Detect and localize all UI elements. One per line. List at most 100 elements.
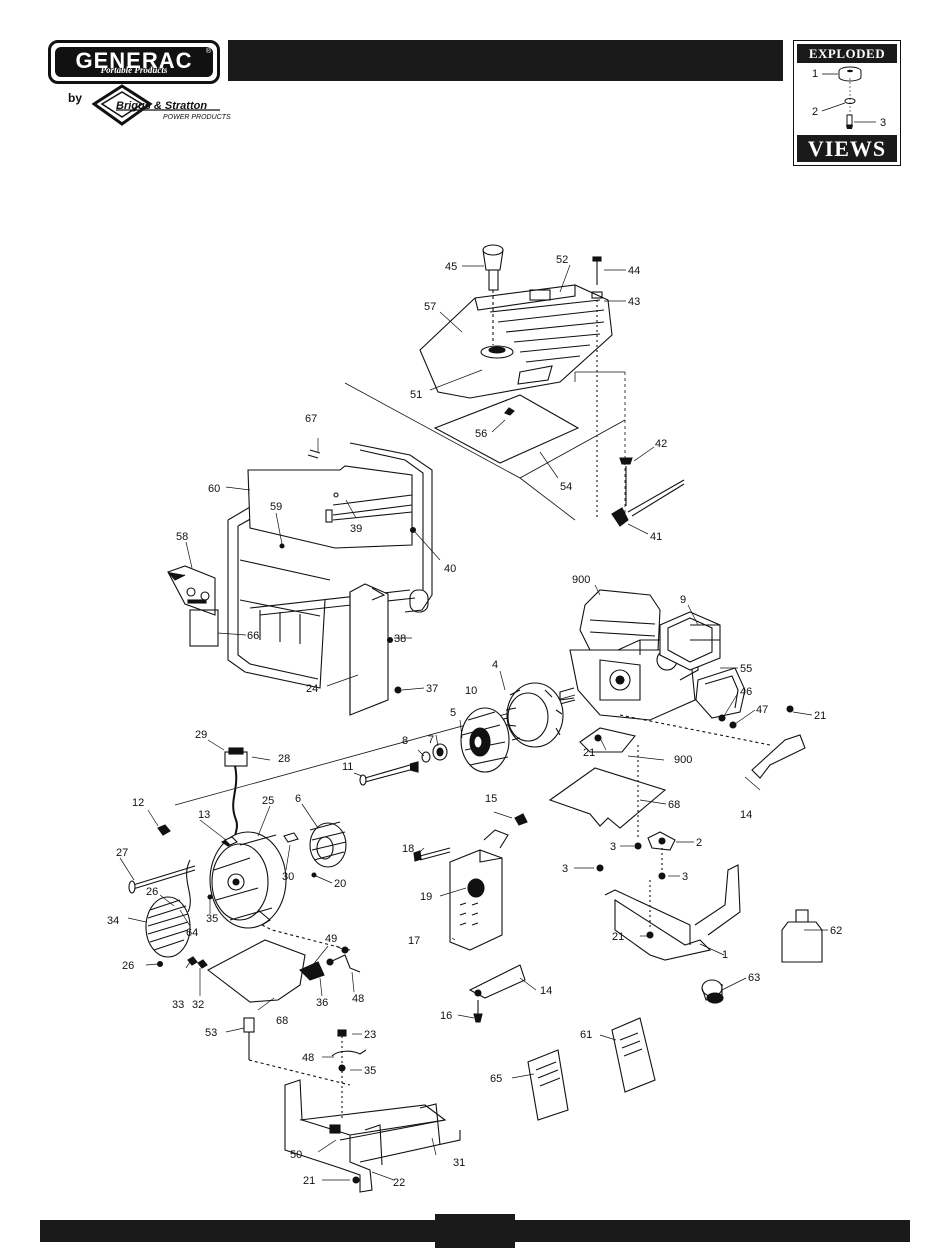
wire-48b <box>331 1049 367 1057</box>
logo-reg-mark: ® <box>205 48 211 55</box>
callout-66: 66 <box>247 630 259 642</box>
callout-37: 37 <box>426 683 438 695</box>
callout-41: 41 <box>650 531 662 543</box>
callout-31: 31 <box>453 1157 465 1169</box>
callout-26a: 26 <box>146 886 158 898</box>
callout-35b: 35 <box>364 1065 376 1077</box>
callout-57: 57 <box>424 301 436 313</box>
bolt-18 <box>419 847 451 861</box>
callout-29: 29 <box>195 729 207 741</box>
callout-13: 13 <box>198 809 210 821</box>
callout-21d: 21 <box>303 1175 315 1187</box>
muffler-17 <box>449 829 509 951</box>
callout-21a: 21 <box>814 710 826 722</box>
brace-24 <box>349 583 389 716</box>
callout-58: 58 <box>176 531 188 543</box>
oil-filter-63 <box>701 979 724 1004</box>
screw-20 <box>311 872 317 878</box>
part-13 <box>224 836 238 846</box>
clip-30 <box>283 832 299 843</box>
washer-8 <box>421 751 431 763</box>
callout-18: 18 <box>402 843 414 855</box>
callout-7: 7 <box>428 734 434 746</box>
tank-bolt <box>591 256 603 520</box>
callout-53: 53 <box>205 1027 217 1039</box>
callout-68b: 68 <box>276 1015 288 1027</box>
control-panel-58 <box>167 565 216 616</box>
mount-pad <box>579 727 636 753</box>
callout-60: 60 <box>208 483 220 495</box>
callout-10: 10 <box>465 685 477 697</box>
callout-20: 20 <box>334 878 346 890</box>
rear-bearing-carrier-25 <box>209 831 287 929</box>
stator-4 <box>505 682 564 748</box>
callout-14a: 14 <box>740 809 752 821</box>
callout-38: 38 <box>394 633 406 645</box>
logo-brand: GENERAC <box>75 48 193 73</box>
rear-foot-14 <box>751 734 806 779</box>
footer-page-tab <box>435 1214 515 1248</box>
callout-51: 51 <box>410 389 422 401</box>
badge-callout-1: 1 <box>812 68 818 80</box>
callout-33: 33 <box>172 999 184 1011</box>
bushing-53 <box>243 1017 255 1033</box>
callout-46: 46 <box>740 686 752 698</box>
plate-68-right <box>548 767 667 829</box>
callout-50: 50 <box>290 1149 302 1161</box>
callout-23: 23 <box>364 1029 376 1041</box>
leader-lines <box>119 264 828 1181</box>
callout-5: 5 <box>450 707 456 719</box>
callout-1: 1 <box>722 949 728 961</box>
bushing-12 <box>157 824 171 836</box>
heat-shield-plate <box>433 394 580 464</box>
plate-68-left <box>206 939 306 1003</box>
callout-49: 49 <box>325 933 337 945</box>
through-bolt-11 <box>364 764 411 783</box>
callout-32: 32 <box>192 999 204 1011</box>
callout-6: 6 <box>295 793 301 805</box>
badge-washer-illustration: 1 2 3 <box>812 66 886 129</box>
callout-61: 61 <box>580 1029 592 1041</box>
callout-43: 43 <box>628 296 640 308</box>
callout-48b: 48 <box>302 1052 314 1064</box>
callout-55: 55 <box>740 663 752 675</box>
lead-64 <box>186 859 191 913</box>
callout-64: 64 <box>186 927 198 939</box>
logo-tagline: Portable Products <box>100 65 168 75</box>
partner-sub: POWER PRODUCTS <box>163 114 231 121</box>
callout-3b: 3 <box>682 871 688 883</box>
callout-2: 2 <box>696 837 702 849</box>
partner-name: Briggs & Stratton <box>116 100 208 112</box>
callout-3c: 3 <box>562 863 568 875</box>
callout-27: 27 <box>116 847 128 859</box>
fuel-valve <box>611 457 685 527</box>
logo-inner: GENERAC ® Portable Products <box>55 47 213 77</box>
callout-14b: 14 <box>540 985 552 997</box>
callout-52: 52 <box>556 254 568 266</box>
breaker-49 <box>299 946 361 981</box>
callout-40: 40 <box>444 563 456 575</box>
clip-67 <box>307 449 321 459</box>
bolt-27 <box>132 865 196 890</box>
grommet-56 <box>504 407 515 416</box>
rear-grill-34 <box>145 896 191 958</box>
badge-bottom-label: VIEWS <box>797 135 897 162</box>
fuel-tank <box>419 284 613 399</box>
bearing-6 <box>309 821 347 868</box>
callout-21c: 21 <box>612 931 624 943</box>
callout-21b: 21 <box>583 747 595 759</box>
callout-45: 45 <box>445 261 457 273</box>
panel-bracket-60 <box>247 465 413 549</box>
callout-35a: 35 <box>206 913 218 925</box>
callout-56: 56 <box>475 428 487 440</box>
callout-24: 24 <box>306 683 318 695</box>
callout-22: 22 <box>393 1177 405 1189</box>
callout-3a: 3 <box>610 841 616 853</box>
callout-68a: 68 <box>668 799 680 811</box>
callout-63: 63 <box>748 972 760 984</box>
partner-by: by <box>68 91 83 105</box>
callout-11: 11 <box>342 761 353 773</box>
callout-39: 39 <box>350 523 362 535</box>
callout-44: 44 <box>628 265 640 277</box>
